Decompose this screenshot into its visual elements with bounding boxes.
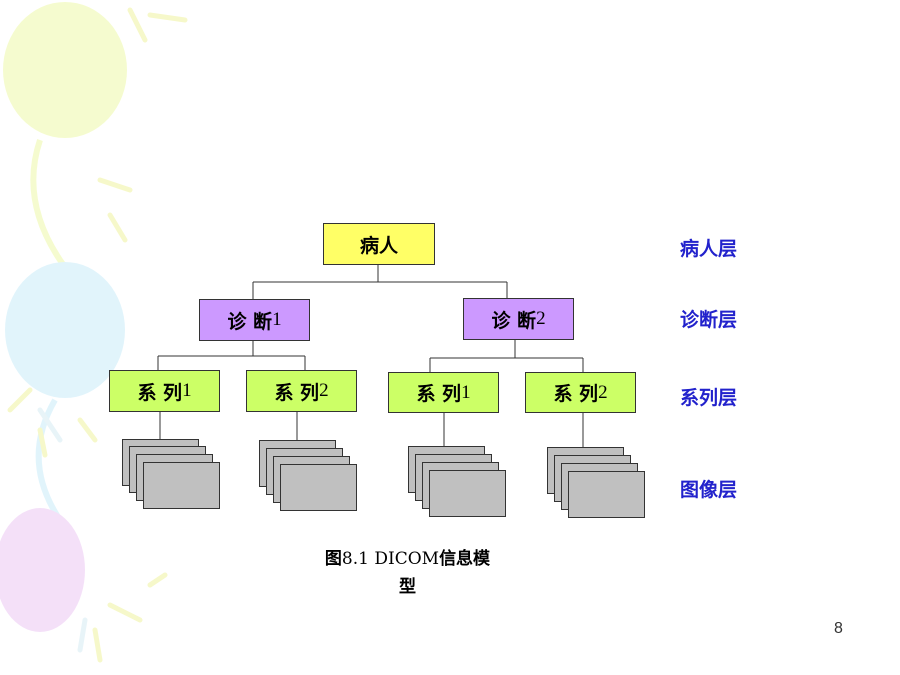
series-number: 1 [182,380,192,401]
series-label: 系 列 [274,381,320,404]
series-number: 2 [598,381,608,403]
figure-caption: 图8.1 DICOM信息模 型 [300,545,515,601]
patient-label: 病人 [359,234,398,257]
layer-label-patient: 病人层 [680,238,738,260]
diagnosis-number: 2 [536,308,546,329]
diagnosis-label: 诊 断 [227,310,273,333]
page-number: 8 [834,620,843,637]
layer-label-series: 系列层 [680,387,738,409]
series-label: 系 列 [416,383,462,405]
layer-label-image: 图像层 [680,479,738,501]
diagnosis-label: 诊 断 [491,309,537,332]
series-label: 系 列 [553,383,599,405]
series-number: 1 [461,381,471,403]
layer-label-diagnosis: 诊断层 [680,309,738,331]
series-label: 系 列 [137,381,183,404]
patient-node: 病人 [323,223,435,265]
caption-prefix: 图 [324,549,342,569]
diagnosis-number: 1 [272,309,282,330]
caption-text: 8.1 DICOM [341,549,440,569]
caption-line2: 型 [399,577,416,597]
series-number: 2 [319,380,329,401]
caption-suffix: 信息模 [439,549,491,569]
